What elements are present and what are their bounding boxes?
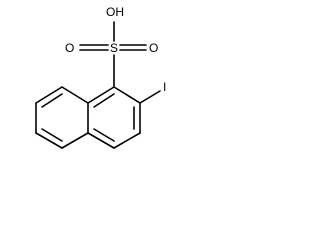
iodine-label: I: [163, 80, 166, 94]
bond-c3-c4: [113, 132, 141, 149]
sulfonic-acid-group: OH S O O: [65, 5, 158, 88]
oxygen-left-label: O: [65, 41, 74, 55]
bond-c8a-c1: [87, 86, 115, 104]
bond-c8-c7: [35, 86, 63, 104]
double-bond-c8-c7: [41, 93, 63, 108]
double-bond-c8a-c1: [93, 93, 115, 108]
oxygen-right-label: O: [149, 41, 158, 55]
sulfur-label: S: [110, 41, 118, 55]
bond-c5-c4a: [61, 132, 89, 149]
iodo-group: I: [139, 80, 166, 104]
bond-c2-i: [139, 90, 161, 104]
hydroxyl-label: OH: [106, 5, 124, 19]
double-bond-c6-c5: [41, 128, 63, 142]
bond-c1-c2: [113, 86, 141, 104]
right-ring: [87, 86, 141, 149]
bond-c4-c4a: [87, 132, 115, 149]
left-ring: [35, 86, 89, 149]
bond-c8a-c8: [61, 86, 89, 104]
double-bond-c4-c4a: [93, 128, 115, 142]
structure-diagram: OH S O O I: [35, 5, 166, 149]
bond-c6-c5: [35, 132, 63, 149]
